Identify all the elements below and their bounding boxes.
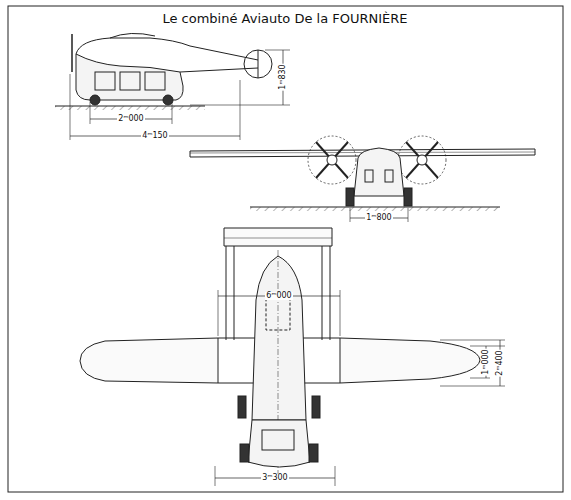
- dimension-label: 4ᵐ150: [141, 132, 168, 140]
- frame: [8, 6, 563, 492]
- dimension-label: 2ᵐ400: [496, 349, 504, 376]
- drawing-title: Le combiné Aviauto De la FOURNIÈRE: [162, 12, 407, 25]
- dimension-label: 3ᵐ300: [261, 474, 288, 482]
- dimension-label: 2ᵐ000: [117, 115, 144, 123]
- front-view: [190, 136, 535, 222]
- dimension-label: 1ᵐ800: [365, 214, 392, 222]
- dimension-label: 1ᵐ830: [279, 63, 287, 90]
- dimension-label: 1ᵐ000: [482, 348, 490, 375]
- side-view: [55, 33, 290, 140]
- dimension-label: 6ᵐ000: [265, 292, 292, 300]
- top-view: [80, 228, 505, 486]
